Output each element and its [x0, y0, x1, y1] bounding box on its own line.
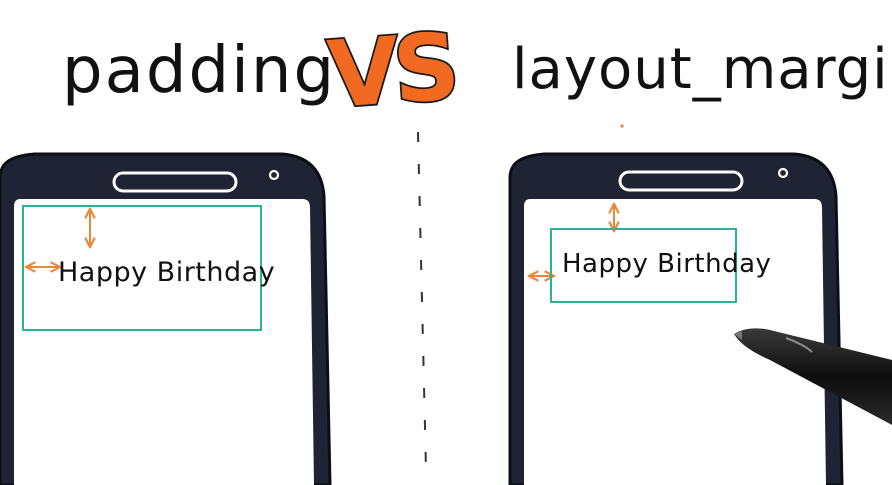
phone-speaker	[618, 170, 744, 192]
left-phone: Happy Birthday	[0, 152, 332, 485]
right-phone: Happy Birthday	[508, 152, 844, 485]
happy-birthday-text: Happy Birthday	[562, 249, 771, 279]
title-padding: padding	[62, 34, 336, 108]
view-box	[22, 205, 262, 331]
vs-logo: VS	[324, 13, 457, 128]
phone-speaker	[112, 171, 238, 193]
happy-birthday-text: Happy Birthday	[58, 257, 275, 288]
phone-screen	[524, 199, 826, 485]
phone-screen	[14, 199, 314, 485]
phone-camera	[268, 169, 280, 181]
stray-mark	[620, 124, 624, 128]
pen-icon	[734, 328, 892, 425]
view-box	[550, 228, 737, 303]
phone-camera	[777, 167, 789, 179]
center-divider	[417, 131, 427, 471]
title-layout-margin: layout_margin	[512, 37, 892, 102]
